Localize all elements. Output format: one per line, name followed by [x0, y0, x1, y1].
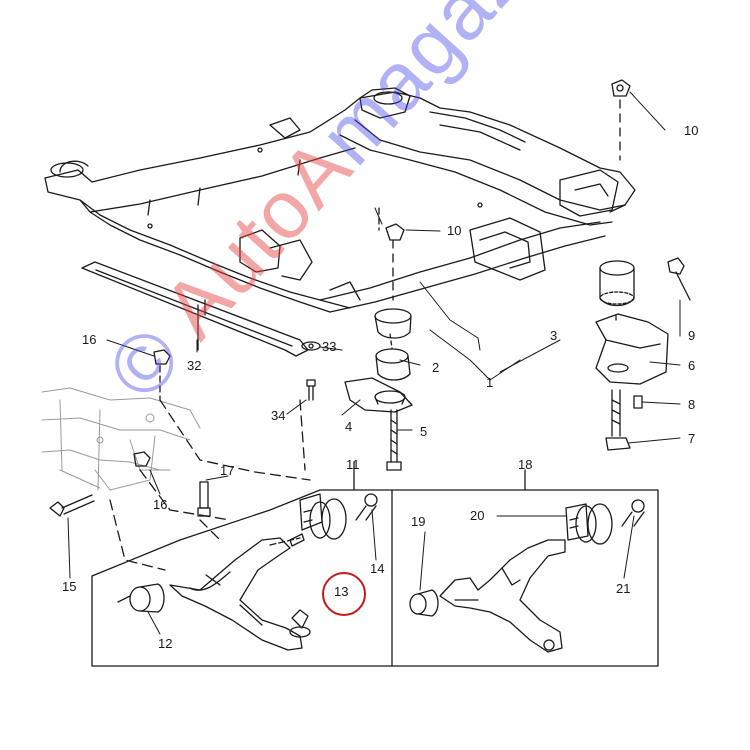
nut-16-lower: [133, 451, 151, 467]
callout-12: 12: [158, 636, 173, 651]
callout-16-upper: 16: [82, 332, 97, 347]
subframe: [44, 87, 636, 313]
callout-34: 34: [271, 408, 286, 423]
callout-33: 33: [322, 339, 337, 354]
callout-6: 6: [688, 358, 696, 373]
body-structure: [41, 387, 201, 491]
callout-10-upper: 10: [684, 123, 699, 138]
nut-16-upper: [153, 349, 171, 401]
callout-20: 20: [470, 508, 485, 523]
callout-2: 2: [432, 360, 440, 375]
frame-18: [391, 469, 659, 667]
callout-18: 18: [518, 457, 533, 472]
callout-10-center: 10: [447, 223, 462, 238]
callout-3: 3: [550, 328, 558, 343]
rear-mount-stack: [301, 207, 413, 471]
callout-9: 9: [688, 328, 696, 343]
support-bar: [81, 261, 309, 357]
callout-7: 7: [688, 431, 696, 446]
callout-8: 8: [688, 397, 696, 412]
callout-1: 1: [486, 375, 494, 390]
bolt-17: [197, 481, 211, 517]
callout-5: 5: [420, 424, 428, 439]
assembly-leaders: [109, 399, 311, 571]
highlight-circle-13: [322, 572, 366, 616]
control-arm-right: [409, 499, 645, 653]
bolt-15: [49, 494, 95, 517]
callout-11: 11: [346, 457, 360, 472]
callout-15: 15: [62, 579, 77, 594]
frame-11: [91, 461, 393, 667]
leader-lines: [67, 91, 681, 635]
callout-16-lower: 16: [153, 497, 168, 512]
callout-32: 32: [187, 358, 202, 373]
front-mount-stack: [595, 79, 691, 451]
control-arm-left: [117, 493, 378, 651]
callout-17: 17: [220, 463, 235, 478]
callout-4: 4: [345, 419, 353, 434]
callout-19: 19: [411, 514, 426, 529]
callout-14: 14: [370, 561, 385, 576]
callout-21: 21: [616, 581, 631, 596]
callout-13: 13: [334, 584, 349, 599]
